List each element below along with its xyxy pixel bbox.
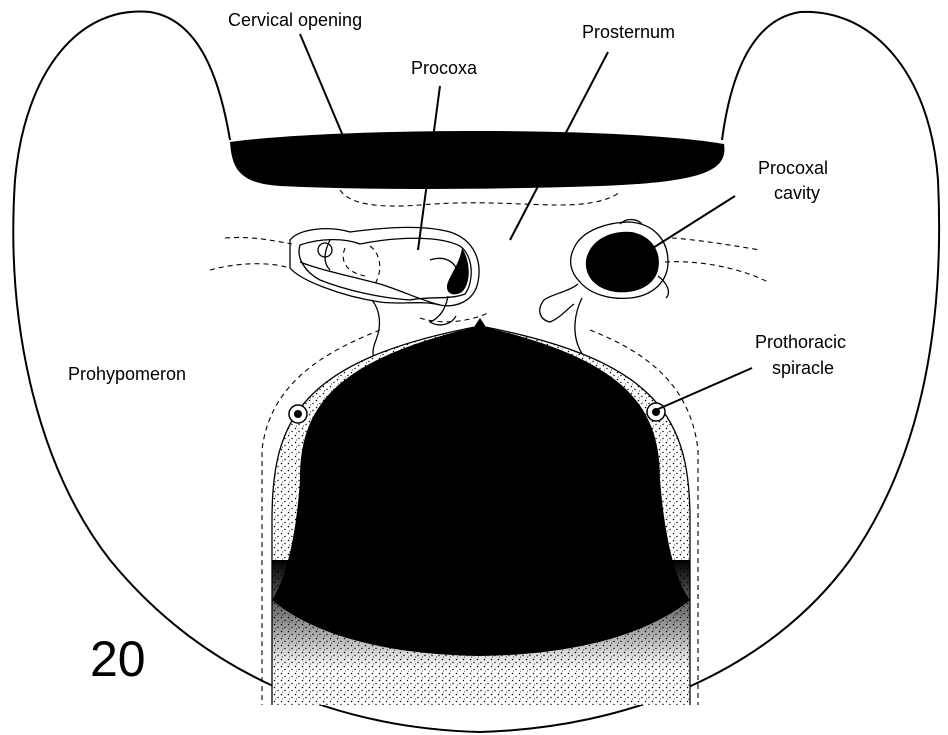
right-prothoracic-spiracle [647, 403, 665, 421]
left-lateral-dash-2 [210, 264, 290, 270]
label-prohypomeron: Prohypomeron [68, 364, 186, 384]
label-procoxal-cavity-line2: cavity [774, 183, 820, 203]
lower-body-mass [272, 318, 692, 705]
right-lateral-dash-2 [665, 262, 768, 282]
label-cervical-opening: Cervical opening [228, 10, 362, 30]
label-procoxal-cavity-line1: Procoxal [758, 158, 828, 178]
cervical-opening [230, 131, 724, 189]
label-prosternum: Prosternum [582, 22, 675, 42]
leader-prothoracic-spiracle [656, 368, 752, 410]
label-prothoracic-spiracle-line2: spiracle [772, 358, 834, 378]
label-prothoracic-spiracle-line1: Prothoracic [755, 332, 846, 352]
left-lateral-dash-1 [225, 237, 292, 244]
figure-number: 20 [90, 631, 146, 687]
label-procoxa: Procoxa [411, 58, 478, 78]
left-prothoracic-spiracle [289, 405, 307, 423]
anterior-suture-dashed [340, 190, 620, 206]
right-lateral-dash-1 [672, 238, 760, 250]
right-procoxal-structure [540, 220, 669, 363]
procoxal-cavity-black [586, 232, 659, 293]
